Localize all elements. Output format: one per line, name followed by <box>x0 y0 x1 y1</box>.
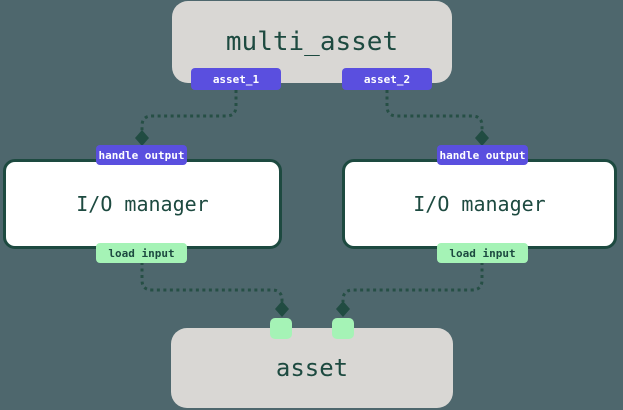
output-badge-asset-1-label: asset_1 <box>212 72 260 86</box>
output-badge-asset-2-label: asset_2 <box>363 72 411 86</box>
node-io-manager-right-label: I/O manager <box>413 192 546 216</box>
arrowhead-diamond-left-top <box>135 130 149 146</box>
load-input-badge-right: load input <box>437 243 528 263</box>
output-badge-asset-1: asset_1 <box>191 68 281 90</box>
node-multi-asset-label: multi_asset <box>225 27 399 57</box>
handle-output-badge-right: handle output <box>437 145 528 165</box>
edge-asset1-to-handle-output-left <box>140 90 238 131</box>
node-io-manager-left-label: I/O manager <box>76 192 209 216</box>
arrowhead-diamond-right-top <box>475 130 489 146</box>
node-asset-label: asset <box>275 354 349 382</box>
load-input-badge-left: load input <box>96 243 187 263</box>
handle-output-badge-right-label: handle output <box>439 148 526 162</box>
node-asset: asset <box>171 328 453 408</box>
edge-load-input-left-to-asset <box>140 262 284 302</box>
handle-output-badge-left: handle output <box>96 145 187 165</box>
load-input-badge-right-label: load input <box>449 246 516 260</box>
arrowhead-diamond-left-bottom <box>275 301 289 317</box>
load-input-badge-left-label: load input <box>108 246 175 260</box>
handle-output-badge-left-label: handle output <box>98 148 185 162</box>
asset-input-port-right <box>332 318 354 339</box>
edge-asset2-to-handle-output-right <box>385 90 484 131</box>
output-badge-asset-2: asset_2 <box>342 68 432 90</box>
asset-input-port-left <box>270 318 292 339</box>
arrowhead-diamond-right-bottom <box>336 301 350 317</box>
edge-load-input-right-to-asset <box>341 262 484 302</box>
